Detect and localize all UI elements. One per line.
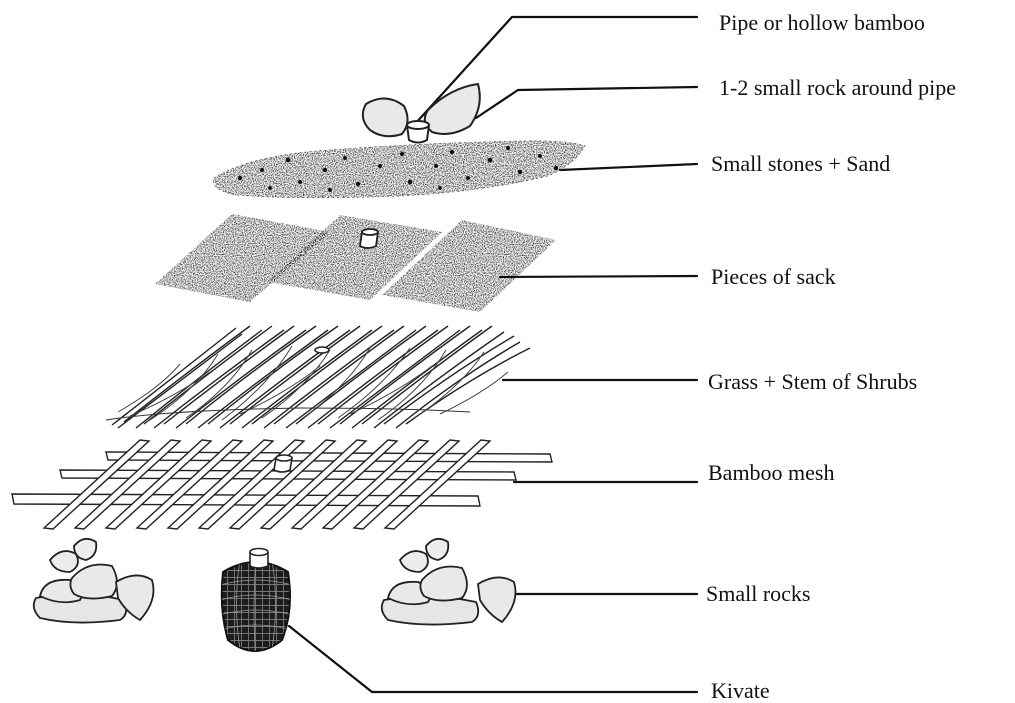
- leader-rock-around-pipe: [476, 87, 697, 118]
- sack-pipe: [360, 229, 378, 248]
- leader-kivate: [289, 626, 697, 692]
- sack-layer: [155, 214, 556, 312]
- rock-right-of-pipe: [425, 84, 480, 134]
- label-stones-sand: Small stones + Sand: [711, 151, 890, 176]
- grass-pipe: [315, 347, 329, 353]
- label-rocks: Small rocks: [706, 581, 811, 606]
- rock-pile-left: [34, 539, 154, 623]
- leader-stones-sand: [560, 164, 697, 170]
- labels: Pipe or hollow bamboo 1-2 small rock aro…: [706, 10, 956, 703]
- label-grass: Grass + Stem of Shrubs: [708, 369, 917, 394]
- label-sack: Pieces of sack: [711, 264, 836, 289]
- mesh-pipe: [274, 455, 292, 472]
- grass-layer: [106, 326, 530, 428]
- label-rock-around-pipe: 1-2 small rock around pipe: [719, 75, 956, 100]
- label-kivate: Kivate: [711, 678, 770, 703]
- pipe-top-illustration: [363, 84, 480, 143]
- rock-left-of-pipe: [363, 98, 408, 136]
- kivate-pipe: [250, 549, 268, 569]
- label-pipe: Pipe or hollow bamboo: [719, 10, 925, 35]
- rock-pile-right: [382, 539, 516, 625]
- kivate-illustration: [220, 549, 292, 663]
- label-mesh: Bamboo mesh: [708, 460, 835, 485]
- bamboo-mesh: [12, 440, 552, 529]
- sand-layer: [213, 141, 585, 198]
- pipe-icon: [407, 121, 429, 143]
- leader-sack: [500, 276, 697, 277]
